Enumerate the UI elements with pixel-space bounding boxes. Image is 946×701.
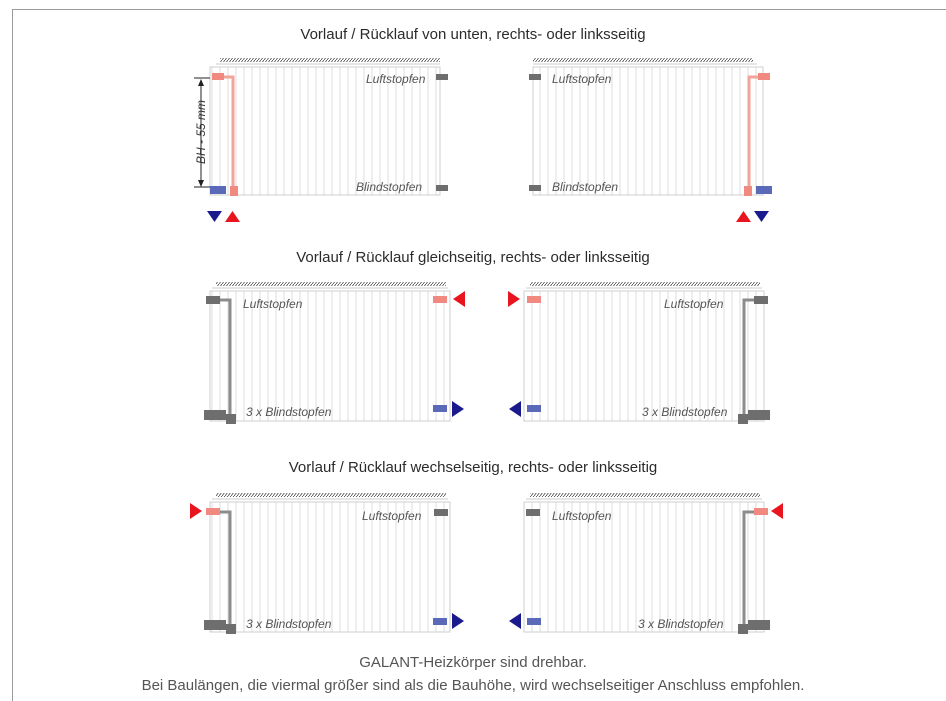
blind-plug-icon xyxy=(204,410,226,420)
return-arrow-icon xyxy=(509,613,521,629)
section-3-heading: Vorlauf / Rücklauf wechselseitig, rechts… xyxy=(288,459,658,476)
blind-plugs-label: 3 x Blindstopfen xyxy=(246,617,332,631)
radiator-cross-connection-left-supply xyxy=(190,493,464,634)
blind-plug-label: Blindstopfen xyxy=(552,180,619,194)
supply-valve-icon xyxy=(433,296,447,303)
return-arrow-icon xyxy=(509,401,521,417)
return-valve-icon xyxy=(527,618,541,625)
dimension-label: BH - 55 mm xyxy=(194,100,208,165)
air-plug-label: Luftstopfen xyxy=(664,297,724,311)
frame-top-line xyxy=(12,9,946,10)
air-plug-label: Luftstopfen xyxy=(243,297,303,311)
air-plug-icon xyxy=(206,296,220,304)
blind-plugs-label: 3 x Blindstopfen xyxy=(638,617,724,631)
blind-plug-label: Blindstopfen xyxy=(356,180,423,194)
air-plug-label: Luftstopfen xyxy=(366,72,426,86)
air-plug-icon xyxy=(754,296,768,304)
return-valve-icon xyxy=(527,405,541,412)
section-1-heading: Vorlauf / Rücklauf von unten, rechts- od… xyxy=(300,26,646,43)
footer-line-2: Bei Baulängen, die viermal größer sind a… xyxy=(141,677,805,694)
radiator-cross-connection-right-supply xyxy=(509,493,783,634)
radiator-bottom-connection-right xyxy=(529,58,772,222)
radiator-same-side-right-plugs xyxy=(508,282,770,424)
air-plug-icon xyxy=(436,74,448,80)
supply-valve-icon xyxy=(206,508,220,515)
blind-plugs-label: 3 x Blindstopfen xyxy=(642,405,728,419)
return-valve-icon xyxy=(433,405,447,412)
supply-arrow-icon xyxy=(225,211,240,222)
return-arrow-icon xyxy=(452,401,464,417)
supply-arrow-icon xyxy=(453,291,465,307)
air-plug-label: Luftstopfen xyxy=(552,72,612,86)
return-arrow-icon xyxy=(452,613,464,629)
footer-line-1: GALANT-Heizkörper sind drehbar. xyxy=(359,654,587,671)
return-arrow-icon xyxy=(207,211,222,222)
return-valve-icon xyxy=(756,186,772,194)
supply-arrow-icon xyxy=(190,503,202,519)
blind-plug-icon xyxy=(748,620,770,630)
air-plug-label: Luftstopfen xyxy=(552,509,612,523)
radiator-same-side-left-plugs xyxy=(204,282,465,424)
supply-valve-icon xyxy=(527,296,541,303)
return-arrow-icon xyxy=(754,211,769,222)
section-2-heading: Vorlauf / Rücklauf gleichseitig, rechts-… xyxy=(296,249,650,266)
return-valve-icon xyxy=(210,186,226,194)
blind-plug-icon xyxy=(748,410,770,420)
supply-arrow-icon xyxy=(771,503,783,519)
supply-valve-icon xyxy=(754,508,768,515)
return-valve-icon xyxy=(433,618,447,625)
blind-plugs-label: 3 x Blindstopfen xyxy=(246,405,332,419)
blind-plug-icon xyxy=(529,185,541,191)
supply-arrow-icon xyxy=(736,211,751,222)
air-plug-label: Luftstopfen xyxy=(362,509,422,523)
supply-arrow-icon xyxy=(508,291,520,307)
air-plug-icon xyxy=(526,509,540,516)
radiator-bottom-connection-left xyxy=(194,58,448,222)
supply-valve-icon xyxy=(212,73,224,80)
supply-valve-icon xyxy=(758,73,770,80)
air-plug-icon xyxy=(434,509,448,516)
blind-plug-icon xyxy=(204,620,226,630)
blind-plug-icon xyxy=(436,185,448,191)
frame-left-line xyxy=(12,9,13,701)
air-plug-icon xyxy=(529,74,541,80)
